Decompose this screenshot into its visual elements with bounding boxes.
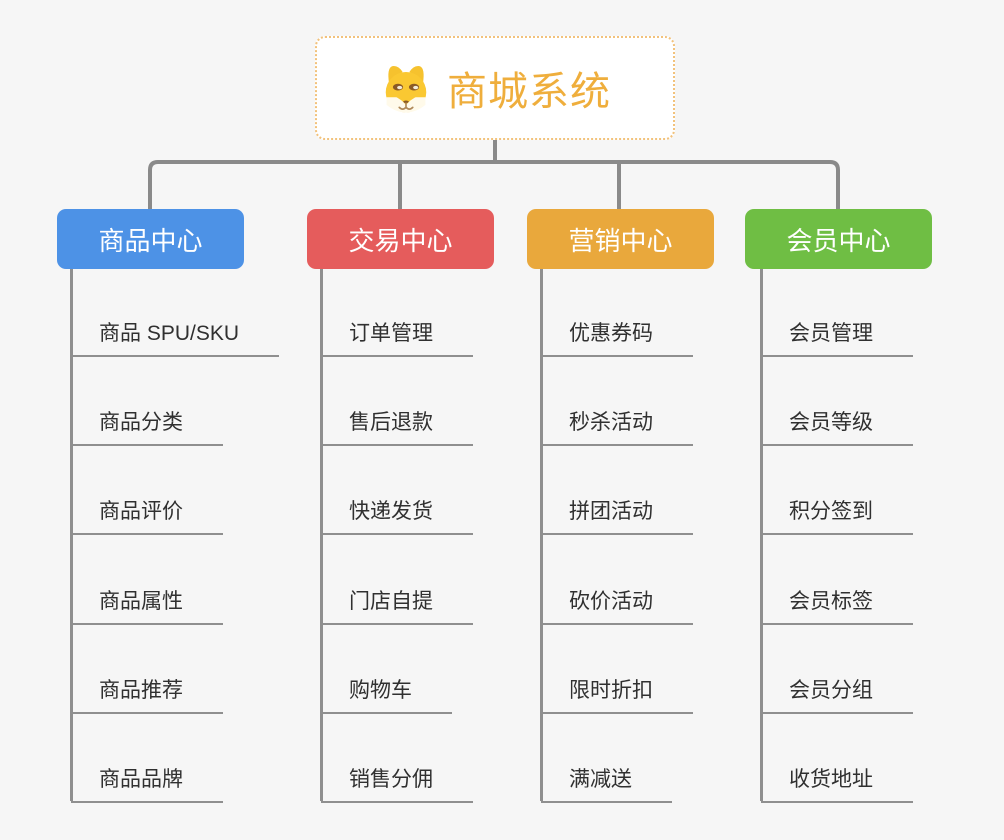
child-node[interactable]: 会员等级 <box>761 402 913 446</box>
child-node[interactable]: 商品评价 <box>71 491 223 535</box>
child-node[interactable]: 门店自提 <box>321 581 473 625</box>
child-label: 秒杀活动 <box>569 411 653 434</box>
branch-node-product[interactable]: 商品中心 <box>57 209 244 269</box>
child-node[interactable]: 会员分组 <box>761 670 913 714</box>
child-label: 商品评价 <box>99 500 183 523</box>
child-label: 商品属性 <box>99 590 183 613</box>
child-node[interactable]: 积分签到 <box>761 491 913 535</box>
child-node[interactable]: 拼团活动 <box>541 491 693 535</box>
child-node[interactable]: 会员管理 <box>761 313 913 357</box>
child-node[interactable]: 秒杀活动 <box>541 402 693 446</box>
child-label: 会员标签 <box>789 590 873 613</box>
dog-icon <box>379 61 433 115</box>
branch-label: 会员中心 <box>786 225 891 256</box>
branch-label: 营销中心 <box>568 225 673 256</box>
child-label: 会员等级 <box>789 411 873 434</box>
child-label: 收货地址 <box>789 768 873 791</box>
child-node[interactable]: 销售分佣 <box>321 759 473 803</box>
child-label: 会员分组 <box>789 679 873 702</box>
child-node[interactable]: 会员标签 <box>761 581 913 625</box>
child-node[interactable]: 快递发货 <box>321 491 473 535</box>
child-node[interactable]: 满减送 <box>541 759 672 803</box>
child-label: 快递发货 <box>349 500 433 523</box>
column-connector-line <box>760 269 763 801</box>
child-label: 积分签到 <box>789 500 873 523</box>
child-label: 售后退款 <box>349 411 433 434</box>
branch-bus-line <box>148 160 840 210</box>
branch-children-member: 会员管理 会员等级 积分签到 会员标签 会员分组 收货地址 <box>760 269 991 803</box>
child-node[interactable]: 限时折扣 <box>541 670 693 714</box>
child-node[interactable]: 售后退款 <box>321 402 473 446</box>
child-label: 限时折扣 <box>569 679 653 702</box>
root-title: 商城系统 <box>447 70 611 114</box>
child-label: 订单管理 <box>349 322 433 345</box>
child-label: 商品 SPU/SKU <box>99 322 240 345</box>
child-node[interactable]: 砍价活动 <box>541 581 693 625</box>
child-label: 商品推荐 <box>99 679 183 702</box>
child-label: 购物车 <box>349 679 412 702</box>
child-label: 会员管理 <box>789 322 873 345</box>
child-node[interactable]: 优惠券码 <box>541 313 693 357</box>
root-node[interactable]: 商城系统 <box>315 36 675 140</box>
tree-connector <box>148 140 840 210</box>
branch-children-product: 商品 SPU/SKU 商品分类 商品评价 商品属性 商品推荐 商品品牌 <box>70 269 301 803</box>
child-label: 商品分类 <box>99 411 183 434</box>
child-label: 满减送 <box>569 768 632 791</box>
child-label: 拼团活动 <box>569 500 653 523</box>
child-label: 门店自提 <box>349 590 433 613</box>
branch-children-marketing: 优惠券码 秒杀活动 拼团活动 砍价活动 限时折扣 满减送 <box>540 269 771 803</box>
child-node[interactable]: 商品品牌 <box>71 759 223 803</box>
branch-node-marketing[interactable]: 营销中心 <box>527 209 714 269</box>
child-node[interactable]: 商品 SPU/SKU <box>71 313 280 357</box>
column-connector-line <box>540 269 543 801</box>
child-label: 优惠券码 <box>569 322 653 345</box>
column-connector-line <box>70 269 73 801</box>
child-label: 砍价活动 <box>569 590 653 613</box>
child-node[interactable]: 商品推荐 <box>71 670 223 714</box>
branch-label: 商品中心 <box>98 225 203 256</box>
branch-children-trade: 订单管理 售后退款 快递发货 门店自提 购物车 销售分佣 <box>320 269 551 803</box>
branch-node-trade[interactable]: 交易中心 <box>307 209 494 269</box>
child-node[interactable]: 订单管理 <box>321 313 473 357</box>
child-node[interactable]: 收货地址 <box>761 759 913 803</box>
child-node[interactable]: 购物车 <box>321 670 452 714</box>
column-connector-line <box>320 269 323 801</box>
branch-label: 交易中心 <box>348 225 453 256</box>
child-label: 销售分佣 <box>349 768 433 791</box>
child-node[interactable]: 商品属性 <box>71 581 223 625</box>
branch-node-member[interactable]: 会员中心 <box>745 209 932 269</box>
child-label: 商品品牌 <box>99 768 183 791</box>
child-node[interactable]: 商品分类 <box>71 402 223 446</box>
